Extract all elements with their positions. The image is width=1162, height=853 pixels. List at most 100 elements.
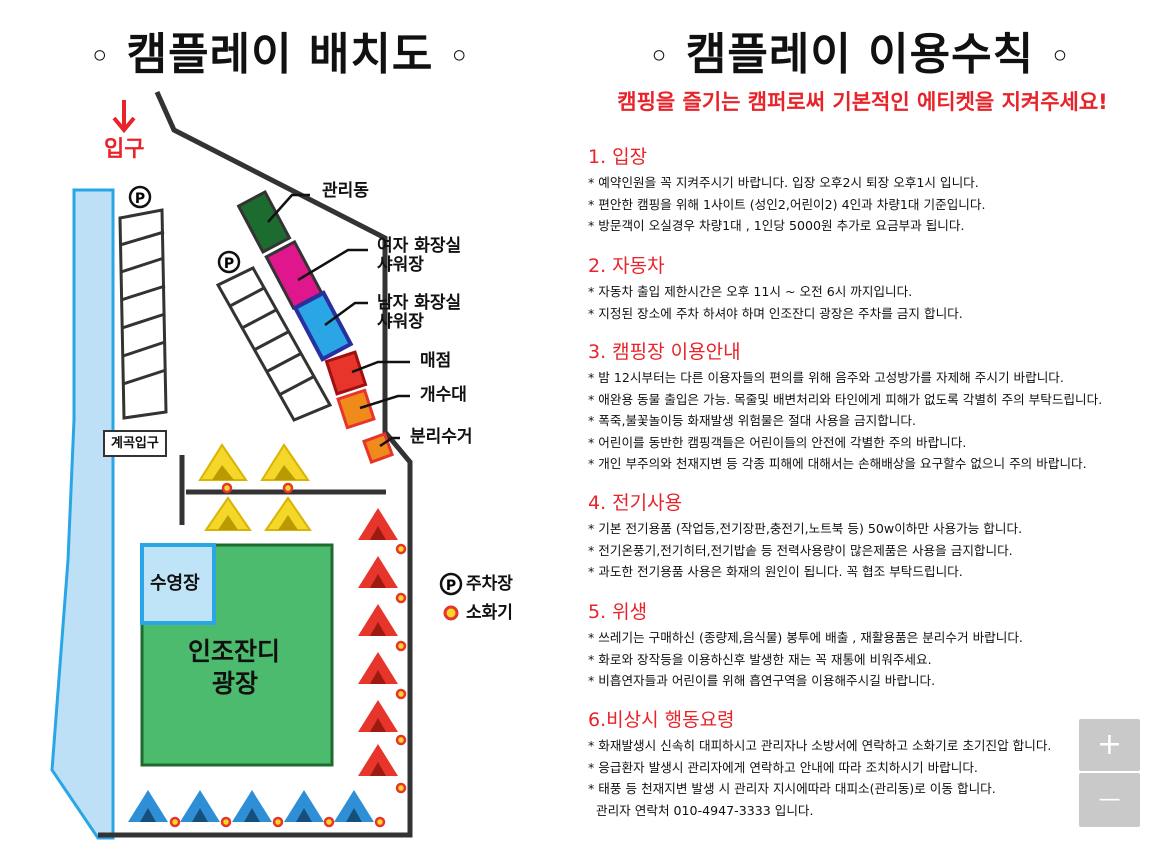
rule-line: * 지정된 장소에 주차 하셔야 하며 인조잔디 광장은 주차를 금지 합니다. xyxy=(588,305,963,321)
fire-extinguisher-icon xyxy=(272,816,284,828)
rule-line: * 폭죽,불꽃놀이등 화재발생 위험물은 절대 사용을 금지합니다. xyxy=(588,413,916,428)
fire-extinguisher-icon xyxy=(395,543,407,555)
tent-red xyxy=(358,744,398,776)
rule-section-car: 2. 자동차 * 자동차 출입 제한시간은 오후 11시 ~ 오전 6시 까지입… xyxy=(588,251,1148,324)
map-title: ◦ 캠플레이 배치도 ◦ xyxy=(90,29,470,80)
valley-entrance-label: 계곡입구 xyxy=(103,430,167,457)
tent-blue xyxy=(232,790,272,822)
men-shower-label: 샤워장 xyxy=(377,312,424,332)
tent-red xyxy=(358,700,398,732)
lawn-label-line2: 광장 xyxy=(212,669,259,698)
rule-line: * 자동차 출입 제한시간은 오후 11시 ~ 오전 6시 까지입니다. xyxy=(588,284,913,299)
zoom-out-button[interactable]: — xyxy=(1079,773,1140,827)
legend-extinguisher-label: 소화기 xyxy=(466,603,513,623)
entrance-label: 입구 xyxy=(104,137,145,162)
section-title: 5. 위생 xyxy=(588,601,648,623)
fire-extinguisher-icon xyxy=(374,816,386,828)
parking-icon: P xyxy=(128,185,152,209)
tent-yellow xyxy=(198,443,248,481)
sink-building xyxy=(336,388,376,430)
tent-red xyxy=(358,508,398,540)
rule-line: * 어린이를 동반한 캠핑객들은 어린이들의 안전에 각별한 주의 바랍니다. xyxy=(588,434,967,450)
section-title: 4. 전기사용 xyxy=(588,492,683,514)
legend-parking-label: 주차장 xyxy=(466,574,513,594)
rule-section-campsite: 3. 캠핑장 이용안내 * 밤 12시부터는 다른 이용자들의 편의를 위해 음… xyxy=(588,337,1148,475)
fire-extinguisher-icon xyxy=(395,782,407,794)
men-restroom-building xyxy=(292,290,354,362)
parking-icon: P xyxy=(217,250,241,274)
office-label: 관리동 xyxy=(322,181,369,201)
fire-extinguisher-icon xyxy=(323,816,335,828)
campsite-map: P P xyxy=(50,90,463,840)
office-building xyxy=(236,189,292,255)
rule-line: * 편안한 캠핑을 위해 1사이트 (성인2,어린이2) 4인과 차량1대 기준… xyxy=(588,196,986,212)
rule-line: * 전기온풍기,전기히터,전기밥솥 등 전력사용량이 많은제품은 사용을 금지합… xyxy=(588,542,1013,558)
rule-line: * 기본 전기용품 (작업등,전기장판,충전기,노트북 등) 50w이하만 사용… xyxy=(588,521,1023,536)
svg-text:P: P xyxy=(446,578,456,594)
rule-line: * 화로와 장작등을 이용하신후 발생한 재는 꼭 재통에 비워주세요. xyxy=(588,651,932,667)
section-title: 3. 캠핑장 이용안내 xyxy=(588,341,741,363)
title-bullet-icon: ◦ xyxy=(1050,39,1071,75)
rule-section-emergency: 6.비상시 행동요령 * 화재발생시 신속히 대피하시고 관리자나 소방서에 연… xyxy=(588,705,1148,821)
stream xyxy=(50,188,115,840)
fire-extinguisher-icon xyxy=(220,816,232,828)
rule-line: * 예약인원을 꼭 지켜주시기 바랍니다. 입장 오후2시 퇴장 오후1시 입니… xyxy=(588,175,979,190)
tent-yellow xyxy=(264,496,312,531)
section-title: 2. 자동차 xyxy=(588,255,665,277)
rules-title: ◦ 캠플레이 이용수칙 ◦ xyxy=(649,29,1071,80)
tent-blue xyxy=(334,790,374,822)
fire-extinguisher-icon xyxy=(169,816,181,828)
parking-legend-icon: P xyxy=(439,572,463,596)
parking-area-right xyxy=(215,266,333,422)
store-building xyxy=(324,350,368,396)
men-restroom-label: 남자 화장실 xyxy=(377,293,462,313)
recycling-label: 분리수거 xyxy=(410,427,473,447)
swimming-pool xyxy=(140,543,216,625)
rule-section-entry: 1. 입장 * 예약인원을 꼭 지켜주시기 바랍니다. 입장 오후2시 퇴장 오… xyxy=(588,142,1148,237)
rule-line: * 과도한 전기용품 사용은 화재의 원인이 됩니다. 꼭 협조 부탁드립니다. xyxy=(588,564,963,579)
zoom-in-button[interactable]: + xyxy=(1079,719,1140,771)
fire-extinguisher-icon xyxy=(395,640,407,652)
women-restroom-label: 여자 화장실 xyxy=(377,236,462,256)
tent-blue xyxy=(180,790,220,822)
svg-text:P: P xyxy=(135,191,145,207)
recycling-building xyxy=(361,431,395,465)
tent-yellow xyxy=(204,496,252,531)
women-shower-label: 샤워장 xyxy=(377,255,424,275)
tent-red xyxy=(358,556,398,588)
store-label: 매점 xyxy=(420,351,452,371)
lawn-label-line1: 인조잔디 xyxy=(188,637,281,666)
rule-section-hygiene: 5. 위생 * 쓰레기는 구매하신 (종량제,음식물) 봉투에 배출 , 재활용… xyxy=(588,597,1148,692)
rule-line: * 응급환자 발생시 관리자에게 연락하고 안내에 따라 조치하시기 바랍니다. xyxy=(588,759,978,775)
rule-line: * 애완용 동물 출입은 가능. 목줄및 배변처리와 타인에게 피해가 없도록 … xyxy=(588,391,1103,407)
fire-extinguisher-icon xyxy=(395,734,407,746)
title-bullet-icon: ◦ xyxy=(90,39,111,75)
road-border xyxy=(98,90,413,838)
section-title: 6.비상시 행동요령 xyxy=(588,709,735,731)
sink-label: 개수대 xyxy=(420,385,467,405)
rule-line: * 밤 12시부터는 다른 이용자들의 편의를 위해 음주와 고성방가를 자제해… xyxy=(588,370,1064,385)
rule-line: * 화재발생시 신속히 대피하시고 관리자나 소방서에 연락하고 소화기로 초기… xyxy=(588,738,1052,753)
svg-text:P: P xyxy=(224,256,234,272)
rule-line: * 개인 부주의와 천재지변 등 각종 피해에 대해서는 손해배상을 요구할수 … xyxy=(588,456,1087,471)
fire-extinguisher-icon xyxy=(221,482,233,494)
fire-extinguisher-icon xyxy=(282,482,294,494)
tent-yellow xyxy=(260,443,310,481)
tent-blue xyxy=(128,790,168,822)
tent-red xyxy=(358,652,398,684)
section-title: 1. 입장 xyxy=(588,146,648,168)
rule-line: 관리자 연락처 010-4947-3333 입니다. xyxy=(588,802,814,818)
title-bullet-icon: ◦ xyxy=(449,39,470,75)
pool-label: 수영장 xyxy=(150,573,200,594)
fire-extinguisher-icon xyxy=(395,592,407,604)
rule-section-electricity: 4. 전기사용 * 기본 전기용품 (작업등,전기장판,충전기,노트북 등) 5… xyxy=(588,488,1148,583)
fire-extinguisher-icon xyxy=(395,688,407,700)
rule-line: * 태풍 등 천재지변 발생 시 관리자 지시에따라 대피소(관리동)로 이동 … xyxy=(588,781,996,796)
entrance-arrow-icon xyxy=(112,100,136,134)
leader-lines xyxy=(267,193,410,448)
fire-extinguisher-legend-icon xyxy=(443,605,459,621)
rule-line: * 쓰레기는 구매하신 (종량제,음식물) 봉투에 배출 , 재활용품은 분리수… xyxy=(588,630,1023,645)
title-bullet-icon: ◦ xyxy=(649,39,670,75)
tent-blue xyxy=(284,790,324,822)
rules-subtitle: 캠핑을 즐기는 캠퍼로써 기본적인 에티켓을 지켜주세요! xyxy=(617,90,1108,114)
